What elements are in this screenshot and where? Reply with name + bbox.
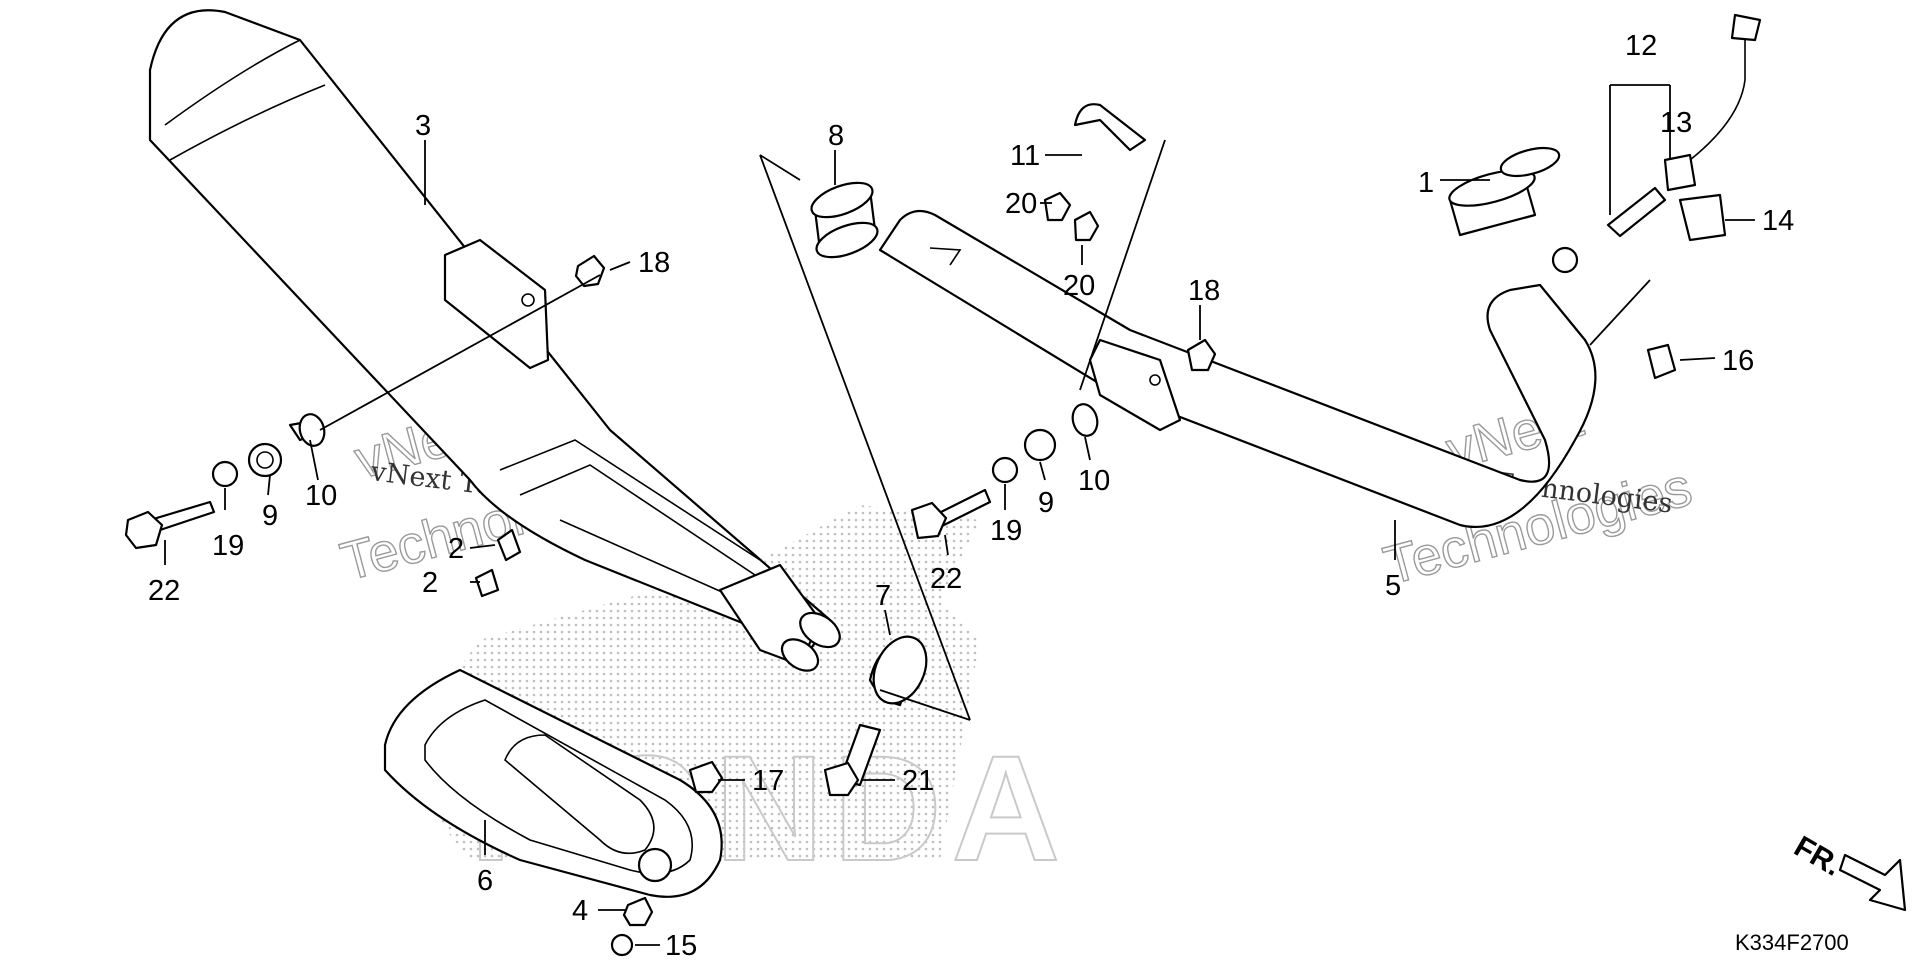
callout-18-right: 18 [1188, 275, 1220, 307]
callout-22-right: 22 [930, 563, 962, 595]
muffler-part-3 [148, 9, 841, 672]
callout-9-left: 9 [262, 500, 278, 532]
left-hardware [124, 254, 724, 957]
muffler-protector-part-6 [383, 668, 723, 898]
callout-21: 21 [902, 765, 934, 797]
callout-7: 7 [875, 580, 891, 612]
bolt-15 [610, 933, 634, 957]
drawing-code: K334F2700 [1735, 930, 1849, 955]
washer-19-right [991, 456, 1019, 484]
callout-14: 14 [1762, 205, 1794, 237]
nut-4 [622, 896, 654, 927]
callout-20-b: 20 [1063, 270, 1095, 302]
bolt-20a [1043, 191, 1072, 222]
rubber-9-right [1023, 428, 1057, 462]
callout-17: 17 [752, 765, 784, 797]
callout-13: 13 [1660, 107, 1692, 139]
direction-label: FR. [1789, 830, 1847, 883]
holder-14 [1678, 193, 1727, 242]
exhaust-pipe-part-5 [878, 139, 1651, 528]
clip-2-lower [474, 568, 500, 598]
callout-3: 3 [415, 110, 431, 142]
bracket-11 [1073, 103, 1147, 152]
clip-2-upper [496, 528, 522, 562]
nut-18-left [574, 254, 606, 288]
bolt-20b [1073, 210, 1100, 242]
callout-10-right: 10 [1078, 465, 1110, 497]
callout-2-upper: 2 [448, 533, 464, 565]
callout-1: 1 [1418, 167, 1434, 199]
right-hardware [910, 13, 1762, 540]
callout-4: 4 [572, 895, 588, 927]
callout-15: 15 [665, 930, 697, 960]
callout-19-right: 19 [990, 515, 1022, 547]
callout-11: 11 [1010, 140, 1040, 172]
collar-10-right [1071, 403, 1099, 437]
callout-12: 12 [1625, 30, 1657, 62]
callout-22-left: 22 [148, 575, 180, 607]
cap-nut-16 [1646, 343, 1677, 380]
callout-2-lower: 2 [422, 567, 438, 599]
callout-19-left: 19 [212, 530, 244, 562]
sensor-12 [1606, 186, 1667, 238]
callout-5: 5 [1385, 570, 1401, 602]
callout-10-left: 10 [305, 480, 337, 512]
nut-17 [688, 760, 724, 794]
callout-20-a: 20 [1005, 188, 1037, 220]
callout-8: 8 [828, 120, 844, 152]
front-direction-arrow: FR. [1789, 830, 1907, 912]
callout-18-left: 18 [638, 247, 670, 279]
leader-lines [164, 84, 1755, 946]
nut-18-right [1186, 338, 1217, 372]
callout-6: 6 [477, 865, 493, 897]
callout-labels: 3 18 10 9 19 22 2 2 8 11 20 20 18 10 9 1… [148, 30, 1794, 960]
callout-16: 16 [1722, 345, 1754, 377]
callout-9-right: 9 [1038, 487, 1054, 519]
center-parts [759, 154, 971, 797]
cap-13 [1663, 153, 1697, 192]
gasket-1 [1499, 146, 1561, 178]
